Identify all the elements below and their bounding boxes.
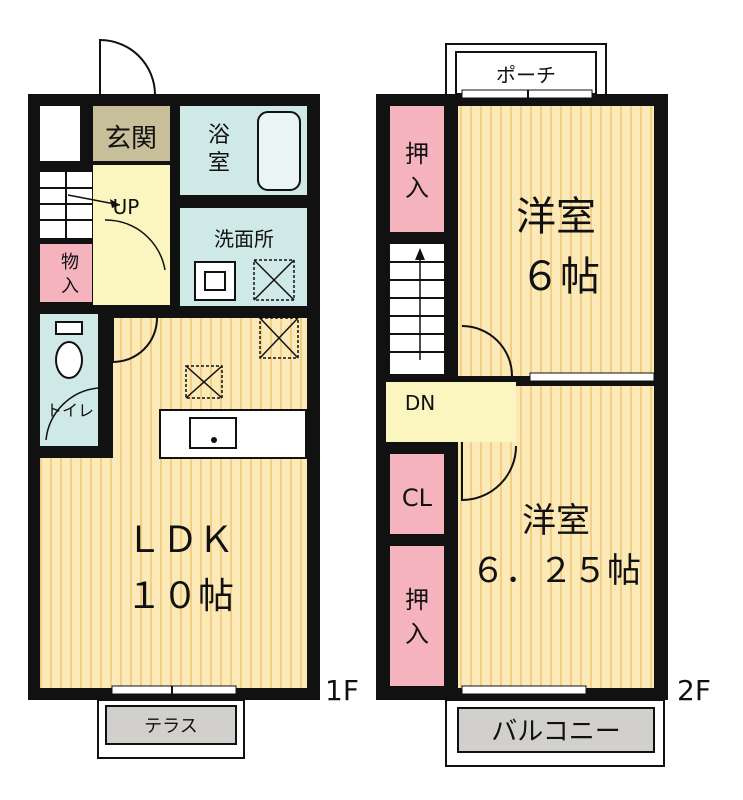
label-room1-size: ６帖 <box>520 254 600 300</box>
label-terrace: テラス <box>144 716 198 737</box>
label-entrance: 玄関 <box>105 124 157 154</box>
closet-bottom <box>390 546 444 686</box>
label-storage-1: 物 <box>61 252 79 273</box>
label-ldk: ＬＤＫ <box>126 520 234 561</box>
room-entrance <box>93 106 170 161</box>
fridge-space <box>185 365 223 399</box>
label-closet-bottom-1: 押 <box>405 586 429 614</box>
hall-1f <box>93 165 170 305</box>
label-room2-size: ６．２５帖 <box>471 551 641 591</box>
label-ldk-size: １０帖 <box>126 576 234 617</box>
label-up: UP <box>113 195 140 219</box>
label-room2: 洋室 <box>522 501 590 541</box>
label-toilet: トイレ <box>46 401 94 420</box>
washbasin <box>194 261 236 301</box>
label-2f: 2F <box>677 674 711 707</box>
floor-1: 玄関 浴 室 洗面所 UP 物 入 トイレ ＬＤＫ １０帖 テラス 1F <box>28 38 359 759</box>
label-cl: CL <box>402 484 433 512</box>
room-storage-1f <box>40 244 92 302</box>
label-closet-bottom-2: 入 <box>405 620 429 648</box>
room-western-1 <box>458 106 654 376</box>
bathtub <box>257 111 301 191</box>
label-storage-2: 入 <box>61 276 79 297</box>
label-bath-1: 浴 <box>208 123 230 148</box>
toilet-bowl <box>55 341 83 379</box>
label-porch: ポーチ <box>496 63 556 87</box>
stairs-2f <box>390 244 444 374</box>
label-bath-2: 室 <box>208 151 230 176</box>
label-1f: 1F <box>325 674 359 707</box>
floor-2: ポーチ 押 入 洋室 ６帖 DN CL 押 入 洋室 ６．２５帖 バルコニー 2… <box>376 43 711 767</box>
sink <box>189 417 237 449</box>
label-washroom: 洗面所 <box>214 227 274 251</box>
label-balcony: バルコニー <box>491 717 620 747</box>
washer-space <box>253 259 295 301</box>
label-room1: 洋室 <box>516 194 596 240</box>
appliance-space <box>259 317 299 359</box>
label-closet-top-1: 押 <box>405 140 429 168</box>
label-dn: DN <box>405 391 435 415</box>
entrance-door <box>99 38 156 95</box>
label-closet-top-2: 入 <box>405 174 429 202</box>
closet-cl <box>390 454 444 534</box>
closet-top <box>390 106 444 232</box>
